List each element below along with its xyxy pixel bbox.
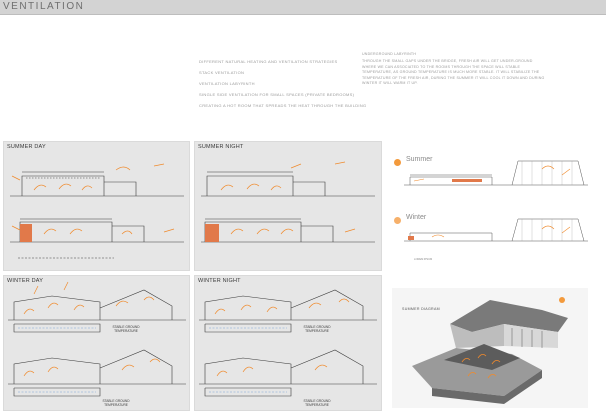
winter-day-section — [8, 281, 186, 397]
ground-temperature-label: STABLE GROUND TEMPERATURE — [303, 399, 331, 407]
winter-night-label: WINTER NIGHT — [198, 278, 241, 284]
summer-night-section — [201, 161, 375, 243]
strategy-notes: DIFFERENT NATURAL HEATING AND VENTILATIO… — [199, 56, 366, 111]
ground-temperature-label: STABLE GROUND TEMPERATURE — [102, 399, 130, 407]
note-line: SINGLE SIDE VENTILATION FOR SMALL SPACES… — [199, 92, 355, 97]
underground-body: THROUGH THE SMALL GAPS UNDER THE BRIDGE,… — [362, 59, 545, 86]
ground-temperature-label: STABLE GROUND TEMPERATURE — [303, 325, 331, 333]
isometric-render — [392, 288, 588, 408]
header-band: VENTILATION — [0, 0, 606, 15]
note-line: STACK VENTILATION — [199, 70, 245, 75]
summer-day-panel: SUMMER DAY — [3, 141, 190, 271]
underground-note: UNDERGROUND LABYRINTH THROUGH THE SMALL … — [362, 52, 547, 86]
legend-text: LOREM IPSUM — [414, 258, 433, 261]
note-line: CREATING A HOT ROOM THAT SPREADS THE HEA… — [199, 103, 367, 108]
summer-day-section — [10, 163, 184, 259]
sun-icon — [394, 217, 401, 224]
summer-day-label: SUMMER DAY — [7, 144, 46, 150]
seasonal-sections: Summer Winter — [392, 141, 592, 269]
winter-label: Winter — [406, 214, 427, 221]
winter-day-panel: WINTER DAY STABLE GROUND TEMPERATURE STA… — [3, 275, 190, 411]
ground-temperature-label: STABLE GROUND TEMPERATURE — [112, 325, 140, 333]
sun-icon — [394, 159, 401, 166]
note-line: VENTILATION LABYRINTH — [199, 81, 255, 86]
summer-diagram-label: SUMMER DIAGRAM — [402, 307, 440, 311]
summer-diagram-render: SUMMER DIAGRAM — [392, 288, 588, 408]
summer-night-label: SUMMER NIGHT — [198, 144, 244, 150]
note-line: DIFFERENT NATURAL HEATING AND VENTILATIO… — [199, 59, 338, 64]
underground-title: UNDERGROUND LABYRINTH — [362, 52, 417, 56]
summer-night-panel: SUMMER NIGHT — [194, 141, 382, 271]
winter-night-panel: WINTER NIGHT STABLE GROUND TEMPERATURE S… — [194, 275, 382, 411]
winter-day-label: WINTER DAY — [7, 278, 44, 284]
page-title: VENTILATION — [3, 1, 85, 12]
summer-label: Summer — [406, 156, 433, 163]
seasonal-section-drawings — [404, 160, 588, 242]
winter-night-section — [199, 289, 377, 397]
